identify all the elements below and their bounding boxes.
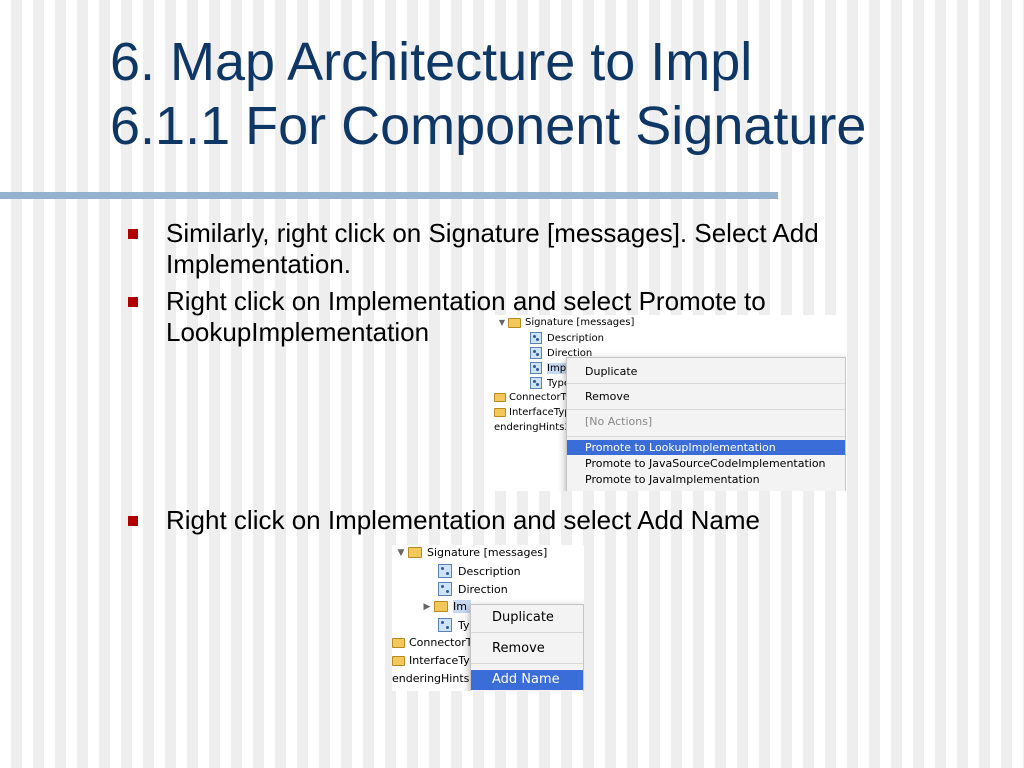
tree-label: Description (458, 564, 521, 578)
folder-icon (508, 317, 521, 328)
expand-down-icon[interactable]: ▼ (397, 547, 405, 558)
tree-item-signature[interactable]: ▼ Signature [messages] (394, 546, 548, 559)
tree-label: Type (547, 377, 570, 389)
bullet-marker (128, 516, 138, 526)
tree-item-implementation[interactable]: ▶ Im (420, 600, 471, 613)
context-menu: Duplicate Remove Add Name (470, 604, 584, 691)
element-icon (438, 618, 452, 632)
tree-label: Description (547, 332, 604, 344)
menu-item-promote-javasource[interactable]: Promote to JavaSourceCodeImplementation (585, 457, 826, 470)
tree-item-rendering-hints[interactable]: enderingHints3 (392, 672, 476, 685)
title-divider (0, 192, 778, 199)
menu-separator (567, 436, 845, 437)
tree-label: Im (453, 600, 471, 613)
title-line-2: 6.1.1 For Component Signature (110, 96, 867, 156)
screenshot-promote-menu: ▼ Signature [messages] Description Direc… (494, 315, 846, 491)
bullet-text-1: Similarly, right click on Signature [mes… (166, 218, 819, 279)
folder-icon (494, 408, 506, 417)
tree-item-description[interactable]: Description (438, 564, 521, 578)
element-icon (530, 362, 542, 374)
menu-item-promote-lookup[interactable]: Promote to LookupImplementation (567, 440, 845, 455)
context-menu: Duplicate Remove [No Actions] Promote to… (566, 357, 846, 491)
tree-item-type[interactable]: Type (530, 377, 570, 389)
tree-item-rendering-hints[interactable]: enderingHints3 (494, 422, 571, 433)
tree-item-type[interactable]: Ty (438, 618, 470, 632)
menu-separator (567, 383, 845, 384)
expand-down-icon[interactable]: ▼ (498, 318, 506, 327)
menu-separator (471, 632, 583, 633)
tree-item-interface[interactable]: InterfaceTyp (392, 654, 477, 667)
menu-item-duplicate[interactable]: Duplicate (585, 365, 638, 378)
slide-title: 6. Map Architecture to Impl 6.1.1 For Co… (110, 30, 1010, 158)
folder-icon (392, 655, 405, 666)
tree-label: ConnectorTyp (509, 392, 578, 403)
tree-label: enderingHints3 (494, 422, 571, 433)
bullet-marker (128, 297, 138, 307)
element-icon (530, 347, 542, 359)
tree-label: ConnectorT (409, 636, 473, 649)
tree-label: Direction (458, 582, 508, 596)
element-icon (438, 564, 452, 578)
tree-item-signature[interactable]: ▼ Signature [messages] (496, 317, 634, 328)
menu-item-remove[interactable]: Remove (585, 390, 630, 403)
tree-label: Direction (547, 347, 593, 359)
tree-label: enderingHints3 (392, 672, 477, 685)
tree-item-direction[interactable]: Direction (530, 347, 592, 359)
menu-item-remove[interactable]: Remove (492, 641, 545, 656)
folder-icon (392, 637, 405, 648)
element-icon (438, 582, 452, 596)
menu-separator (471, 663, 583, 664)
element-icon (530, 332, 542, 344)
tree-item-description[interactable]: Description (530, 332, 604, 344)
tree-label: Ty (458, 618, 470, 632)
tree-label: Signature [messages] (427, 546, 548, 559)
element-icon (530, 377, 542, 389)
folder-icon (494, 393, 506, 402)
folder-icon (408, 547, 422, 558)
folder-icon (434, 601, 448, 612)
tree-item-direction[interactable]: Direction (438, 582, 508, 596)
menu-item-no-actions: [No Actions] (585, 415, 653, 428)
tree-label: Impl (547, 362, 569, 374)
bullet-marker (128, 229, 138, 239)
tree-label: Signature [messages] (525, 317, 635, 328)
tree-item-connector[interactable]: ConnectorTyp (494, 392, 577, 403)
menu-item-duplicate[interactable]: Duplicate (492, 610, 554, 625)
screenshot-add-name-menu: ▼ Signature [messages] Description Direc… (392, 545, 584, 691)
menu-item-add-name[interactable]: Add Name (471, 670, 583, 690)
title-line-1: 6. Map Architecture to Impl (110, 32, 753, 92)
menu-item-promote-java[interactable]: Promote to JavaImplementation (585, 473, 760, 486)
tree-label: InterfaceType (509, 407, 577, 418)
tree-item-connector[interactable]: ConnectorT (392, 636, 472, 649)
tree-item-implementation[interactable]: Impl (530, 362, 569, 374)
bullet-text-2: Right click on Implementation and select… (166, 286, 766, 347)
menu-separator (567, 409, 845, 410)
bullet-text-3: Right click on Implementation and select… (166, 505, 760, 535)
expand-right-icon[interactable]: ▶ (423, 601, 431, 612)
tree-item-interface[interactable]: InterfaceType (494, 407, 577, 418)
tree-label: InterfaceTyp (409, 654, 477, 667)
